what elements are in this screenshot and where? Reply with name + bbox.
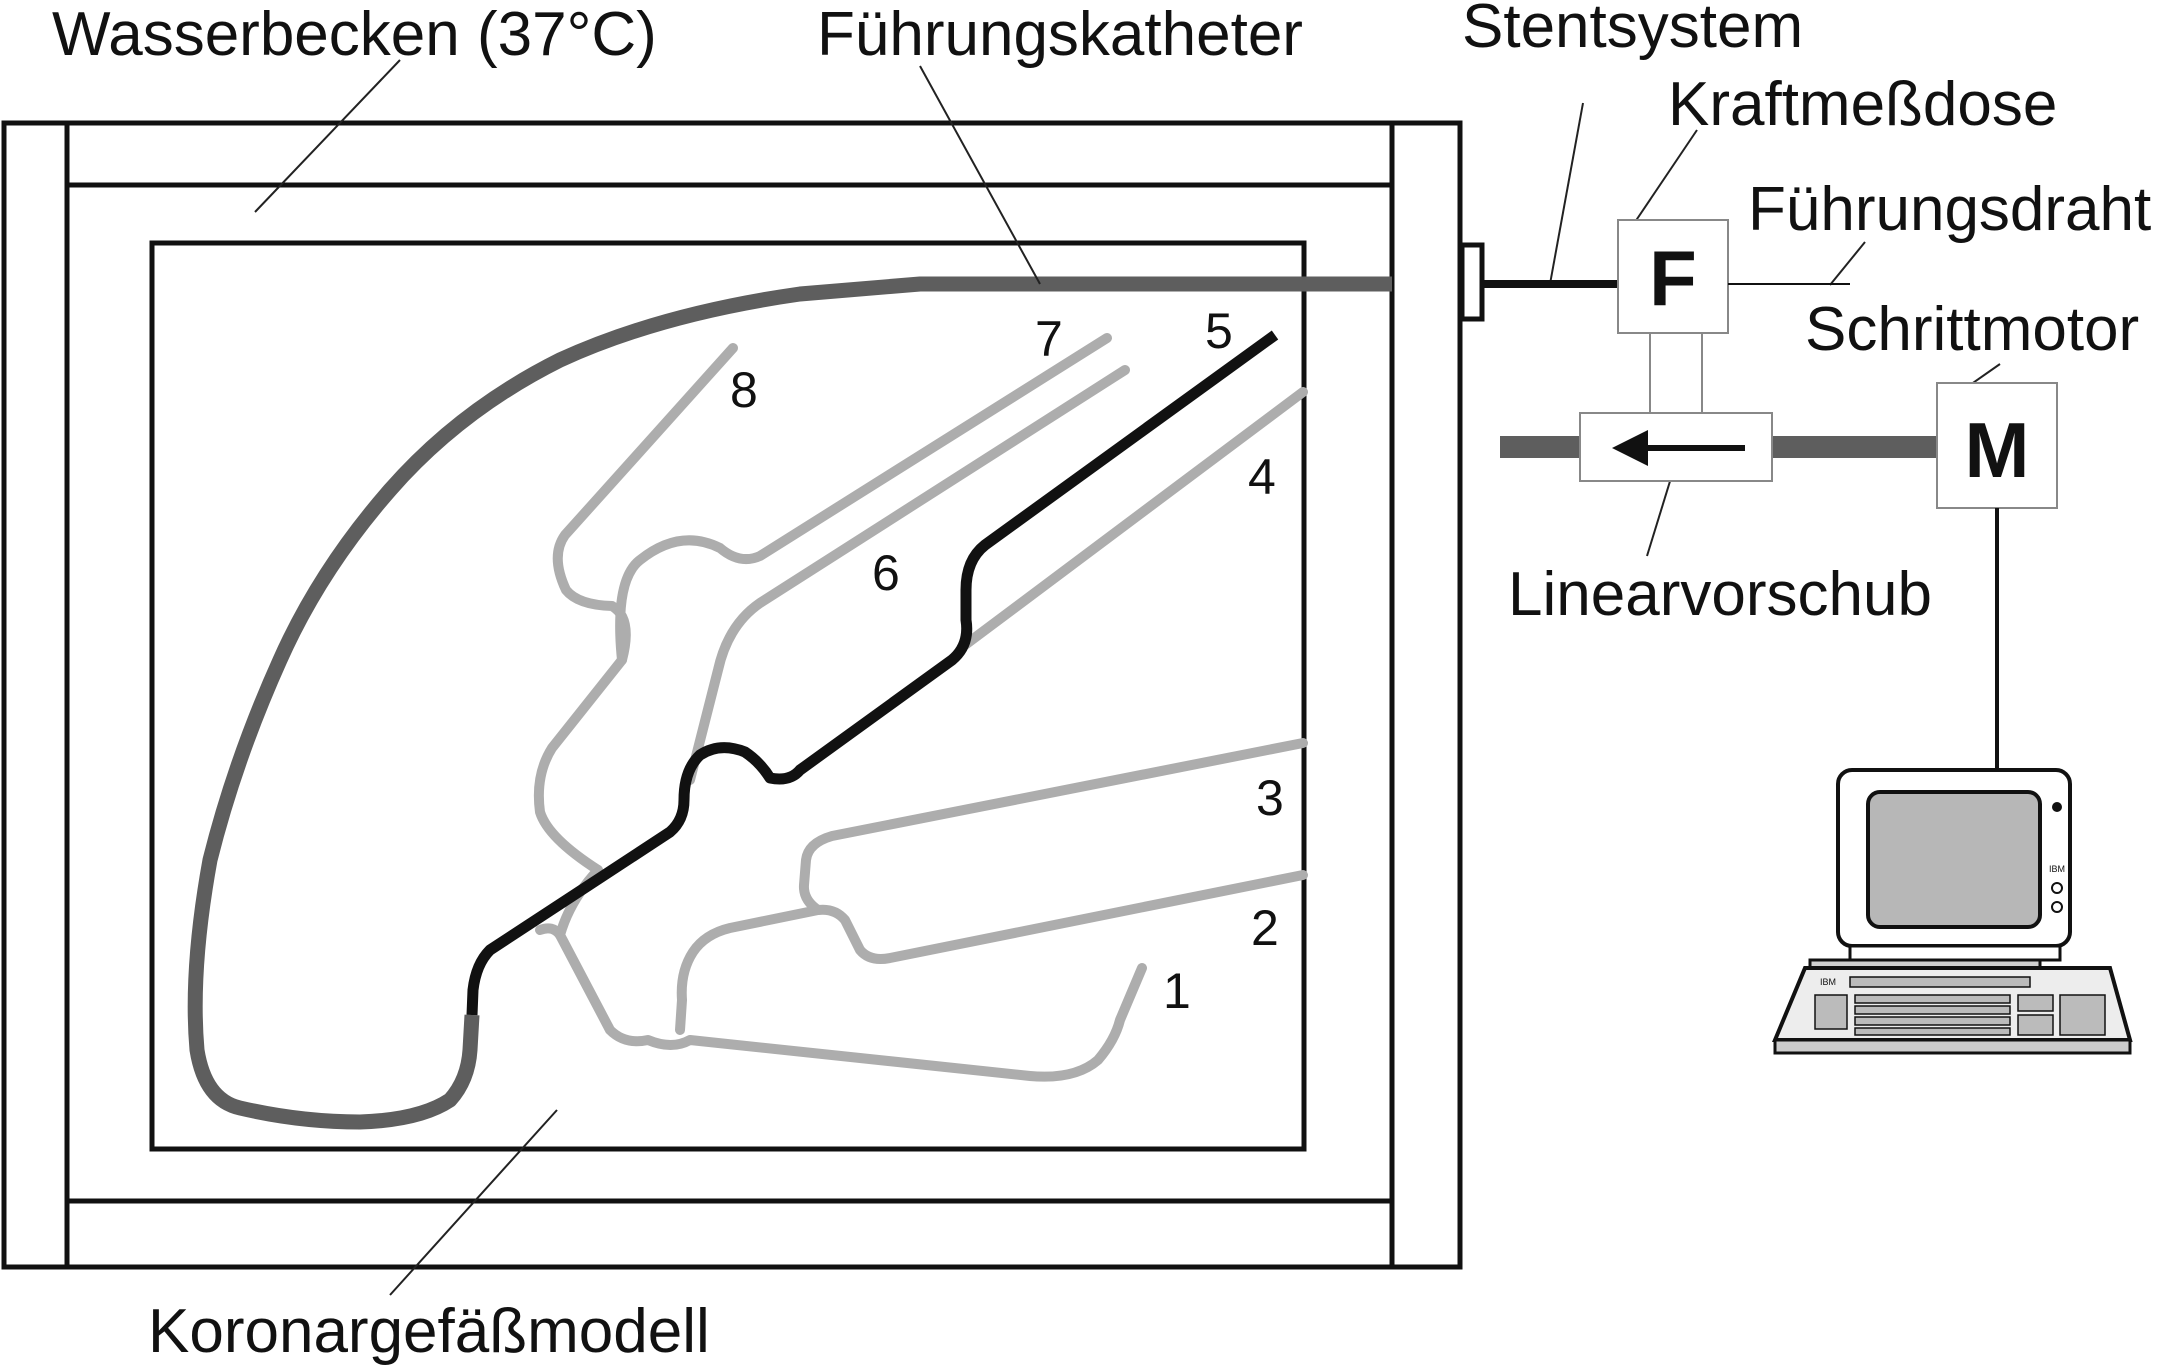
vessel-number-1: 1 xyxy=(1163,963,1191,1019)
guide-catheter xyxy=(187,276,1392,1130)
label-water-bath: Wasserbecken (37°C) xyxy=(52,0,657,69)
water-bath-outer-frame xyxy=(1,120,1463,1270)
load-cell-box xyxy=(1617,219,1729,334)
label-linear-feed: Linearvorschub xyxy=(1508,560,1932,629)
label-stent-system: Stentsystem xyxy=(1462,0,1803,61)
vessel-number-8: 8 xyxy=(730,362,758,418)
coronary-model-frame xyxy=(149,240,1307,1152)
label-guide-catheter: Führungskatheter xyxy=(817,0,1303,69)
label-load-cell: Kraftmeßdose xyxy=(1668,70,2057,139)
load-cell-mount xyxy=(1649,332,1703,414)
vessel-number-6: 6 xyxy=(872,545,900,601)
vessel-2 xyxy=(675,870,1308,1035)
label-guide-wire: Führungsdraht xyxy=(1748,175,2151,244)
stepper-motor-letter: M xyxy=(1965,406,2030,494)
bath-port xyxy=(1459,242,1485,322)
vessel-8 xyxy=(533,343,738,875)
vessel-6 xyxy=(685,365,1130,785)
load-cell-letter: F xyxy=(1649,234,1697,322)
leader-stent-system xyxy=(1549,102,1584,285)
coronary-vessels xyxy=(533,333,1308,1082)
leader-guide-catheter xyxy=(919,65,1041,285)
vessel-connector xyxy=(535,923,565,940)
arrow-left-icon xyxy=(1612,430,1745,466)
leader-load-cell xyxy=(1634,129,1698,223)
vessel-number-7: 7 xyxy=(1035,311,1063,367)
vessel-number-5: 5 xyxy=(1205,303,1233,359)
vessel-4 xyxy=(960,387,1308,650)
stepper-motor-box xyxy=(1936,382,2058,509)
ibm-computer-icon: IBM IBM xyxy=(1772,768,2133,1055)
leader-coronary-model xyxy=(389,1109,558,1296)
svg-text:IBM: IBM xyxy=(2049,864,2065,874)
leader-guide-wire xyxy=(1829,241,1866,286)
label-stepper-motor: Schrittmotor xyxy=(1805,295,2139,364)
guide-wire xyxy=(466,330,1279,1016)
vessel-1 xyxy=(555,865,1147,1082)
svg-text:IBM: IBM xyxy=(1820,977,1836,987)
vessel-3 xyxy=(798,738,1308,915)
water-bath xyxy=(1,120,1463,1270)
vessel-7 xyxy=(615,333,1112,665)
leader-stepper-motor xyxy=(1969,363,2001,386)
label-coronary-model: Koronargefäßmodell xyxy=(148,1297,710,1366)
leader-water-bath xyxy=(254,59,401,213)
vessel-number-2: 2 xyxy=(1251,900,1279,956)
vessel-number-4: 4 xyxy=(1248,449,1276,505)
vessel-number-3: 3 xyxy=(1256,770,1284,826)
